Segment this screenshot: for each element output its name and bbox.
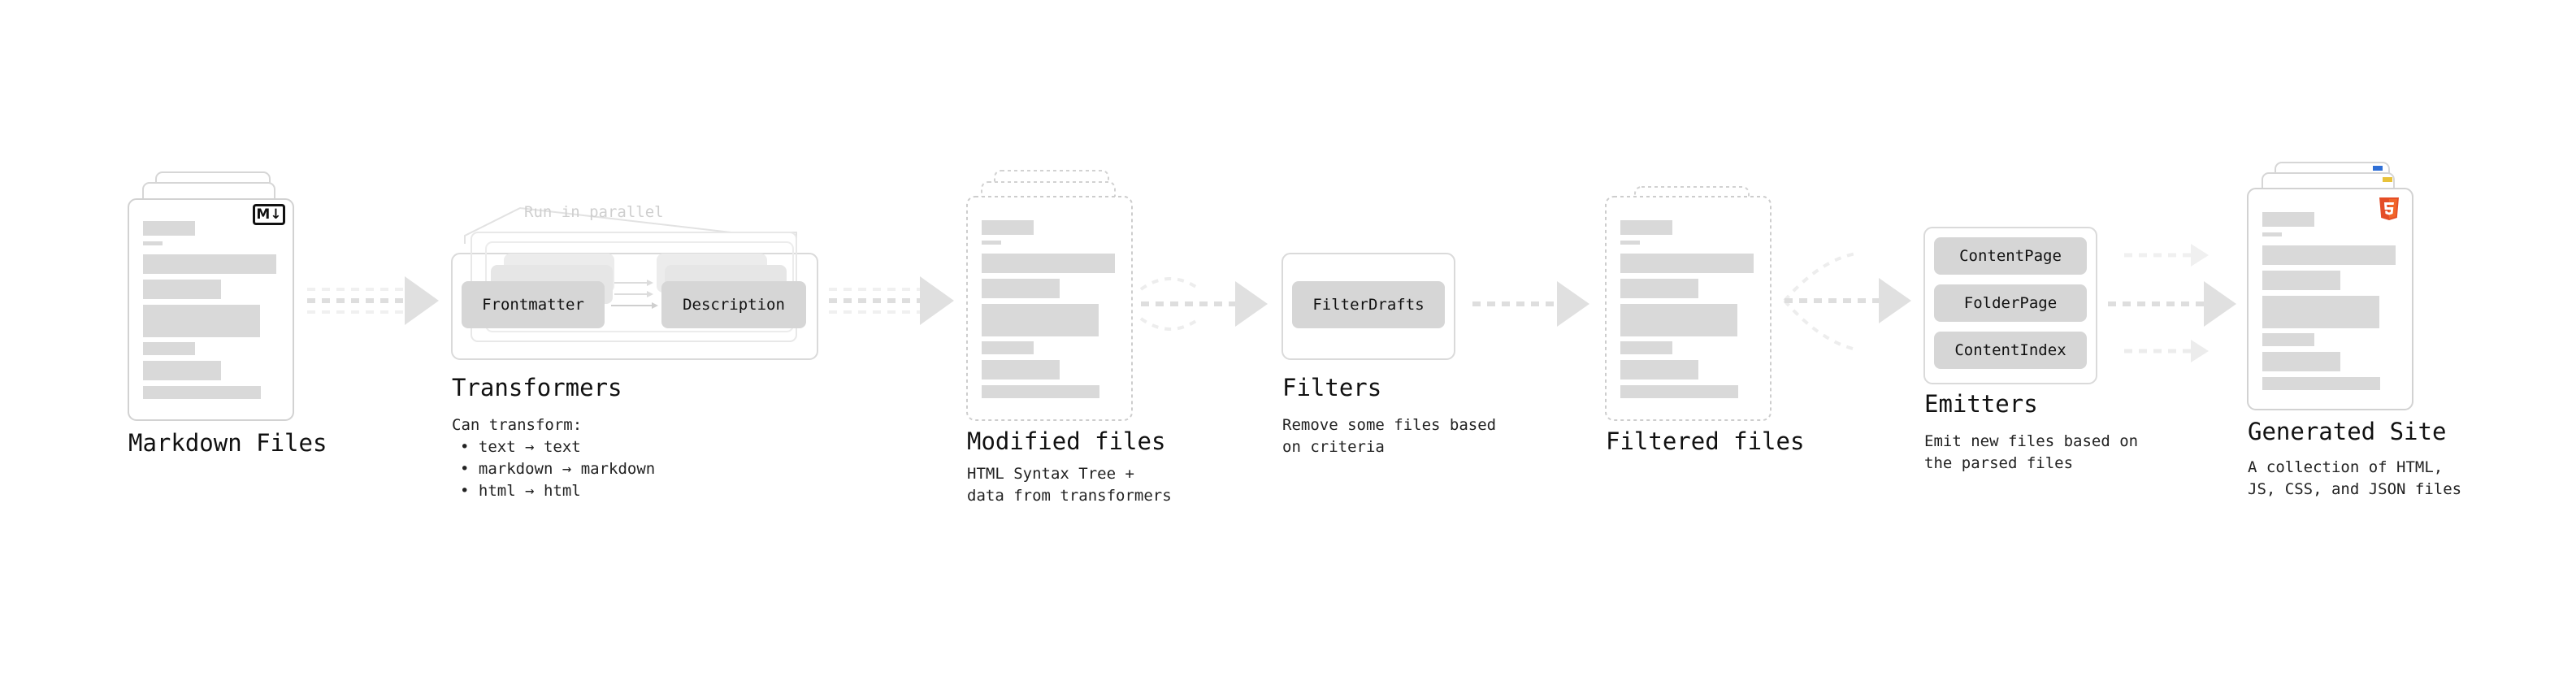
arrow-emitters-to-generated [2108, 244, 2236, 362]
filters-title: Filters [1282, 374, 1382, 401]
modified-doc-stack [966, 170, 1133, 421]
html5-icon [2379, 197, 2399, 220]
generated-desc-line: JS, CSS, and JSON files [2248, 480, 2462, 498]
transformers-desc-item: • text → text [460, 438, 581, 456]
frontmatter-pill: Frontmatter [462, 281, 605, 328]
markdown-files-title: Markdown Files [128, 429, 327, 457]
modified-files-description: HTML Syntax Tree + data from transformer… [967, 463, 1172, 507]
modified-desc-line: HTML Syntax Tree + [967, 465, 1134, 483]
description-pill: Description [661, 281, 806, 328]
arrow-modified-to-filters [1139, 277, 1268, 331]
filtered-files-title: Filtered files [1606, 427, 1805, 455]
transformers-desc-item: • html → html [460, 482, 581, 500]
emitters-description: Emit new files based on the parsed files [1924, 431, 2138, 475]
emitters-desc-line: Emit new files based on [1924, 432, 2139, 450]
arrow-filtered-to-emitters [1783, 252, 1911, 351]
modified-desc-line: data from transformers [967, 487, 1172, 505]
run-in-parallel-label: Run in parallel [524, 203, 664, 221]
markdown-icon: M↓ [253, 204, 285, 225]
transformers-desc-item: • markdown → markdown [460, 460, 656, 478]
arrow-transformers-to-modified [829, 276, 954, 325]
filtered-doc-stack [1605, 186, 1772, 421]
generated-site-description: A collection of HTML, JS, CSS, and JSON … [2248, 457, 2461, 501]
generated-doc-stack [2247, 162, 2413, 410]
arrow-filters-to-filtered [1472, 281, 1589, 327]
contentindex-pill: ContentIndex [1934, 332, 2087, 369]
folderpage-pill: FolderPage [1934, 284, 2087, 322]
generated-site-title: Generated Site [2248, 418, 2447, 445]
emitters-desc-line: the parsed files [1924, 454, 2074, 472]
emitters-title: Emitters [1924, 390, 2038, 418]
generated-desc-line: A collection of HTML, [2248, 458, 2444, 476]
filters-description: Remove some files based on criteria [1282, 414, 1496, 458]
arrow-markdown-to-transformers [307, 276, 439, 325]
markdown-doc-stack [128, 171, 294, 421]
contentpage-pill: ContentPage [1934, 237, 2087, 275]
filters-desc-line: Remove some files based [1282, 416, 1497, 434]
filterdrafts-pill: FilterDrafts [1292, 281, 1445, 328]
transformers-title: Transformers [452, 374, 622, 401]
transformers-desc-intro: Can transform: [452, 416, 583, 434]
transformers-description: Can transform: • text → text • markdown … [452, 414, 655, 502]
filters-desc-line: on criteria [1282, 438, 1385, 456]
modified-files-title: Modified files [967, 427, 1166, 455]
